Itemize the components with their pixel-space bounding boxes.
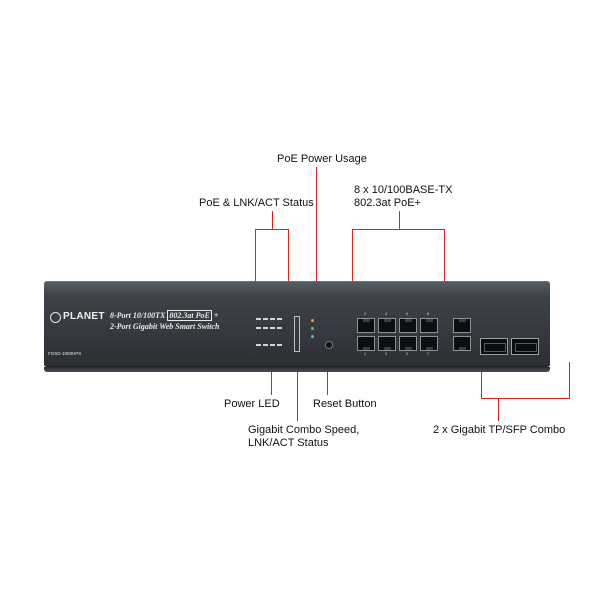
rj45-port-6[interactable] [399, 318, 417, 333]
power-led-4 [277, 344, 282, 346]
callout-ports-line1: 8 x 10/100BASE-TX [354, 184, 453, 196]
poe-led-3 [270, 318, 275, 320]
poe-usage-led-2 [311, 327, 314, 330]
port-number-top-1: 2 [364, 312, 366, 316]
callout-poe-lnk-act-status: PoE & LNK/ACT Status [199, 197, 314, 209]
bracket-poe-lnk-left [255, 229, 256, 307]
gigabit-led-strip [294, 316, 300, 352]
model-title-plus: + [213, 311, 219, 320]
leader-line-power-led [271, 361, 272, 395]
callout-ports-line2: 802.3at PoE+ [354, 197, 421, 209]
switch-chassis-edge [44, 367, 550, 372]
leader-line-reset [327, 350, 328, 395]
power-led-3 [270, 344, 275, 346]
leader-line-ports [399, 211, 400, 229]
port-number-bottom-2: 3 [385, 352, 387, 356]
gigabit-tp-port-9[interactable] [453, 318, 471, 333]
brand-name: PLANET [63, 311, 105, 322]
callout-poe-power-usage: PoE Power Usage [277, 153, 367, 165]
bracket-ports-left [352, 229, 353, 307]
lnk-led-3 [270, 327, 275, 329]
bracket-sfp-left [481, 362, 482, 398]
bracket-ports [352, 229, 445, 230]
callout-power-led: Power LED [224, 398, 280, 410]
port-number-top-3: 6 [406, 312, 408, 316]
port-number-top-2: 4 [385, 312, 387, 316]
bracket-sfp-right [569, 362, 570, 398]
leader-line-poe-power [316, 167, 317, 315]
callout-reset-button: Reset Button [313, 398, 377, 410]
bracket-sfp [481, 398, 570, 399]
leader-line-poe-lnk [272, 211, 273, 229]
power-led-2 [263, 344, 268, 346]
lnk-led-4 [277, 327, 282, 329]
bracket-poe-lnk-right [288, 229, 289, 307]
poe-led-2 [263, 318, 268, 320]
callout-gigabit-combo-line1: Gigabit Combo Speed, [248, 424, 360, 436]
sfp-slot-10[interactable] [511, 338, 539, 355]
rj45-port-1[interactable] [357, 336, 375, 351]
poe-led-4 [277, 318, 282, 320]
model-title-ports: 8-Port 10/100TX [110, 311, 166, 320]
rj45-port-2[interactable] [357, 318, 375, 333]
leader-line-sfp [498, 398, 499, 421]
rj45-port-5[interactable] [399, 336, 417, 351]
port-number-bottom-4: 7 [427, 352, 429, 356]
callout-gigabit-combo-line2: LNK/ACT Status [248, 437, 329, 449]
port-number-bottom-1: 1 [364, 352, 366, 356]
rj45-port-3[interactable] [378, 336, 396, 351]
callout-gigabit-tp-sfp: 2 x Gigabit TP/SFP Combo [433, 424, 566, 436]
model-title-standard: 802.3at PoE [167, 310, 212, 321]
port-number-bottom-3: 5 [406, 352, 408, 356]
bracket-ports-right [444, 229, 445, 307]
planet-logo-icon [50, 312, 61, 323]
sfp-slot-9[interactable] [480, 338, 508, 355]
bracket-poe-lnk [255, 229, 289, 230]
leader-line-gigabit-leds [297, 352, 298, 421]
model-title-line1: 8-Port 10/100TX 802.3at PoE + [110, 310, 219, 321]
port-number-top-4: 8 [427, 312, 429, 316]
model-id: FGSD-1008HPS [48, 351, 82, 356]
power-led-1 [256, 344, 261, 346]
rj45-port-7[interactable] [420, 336, 438, 351]
poe-usage-led-3 [311, 335, 314, 338]
reset-button[interactable] [325, 341, 333, 349]
poe-usage-led-1 [311, 319, 314, 322]
gigabit-tp-port-10[interactable] [453, 336, 471, 351]
poe-led-1 [256, 318, 261, 320]
planet-logo: PLANET [50, 311, 106, 324]
lnk-led-2 [263, 327, 268, 329]
lnk-led-1 [256, 327, 261, 329]
rj45-port-8[interactable] [420, 318, 438, 333]
model-title-line2: 2-Port Gigabit Web Smart Switch [110, 322, 220, 331]
rj45-port-4[interactable] [378, 318, 396, 333]
